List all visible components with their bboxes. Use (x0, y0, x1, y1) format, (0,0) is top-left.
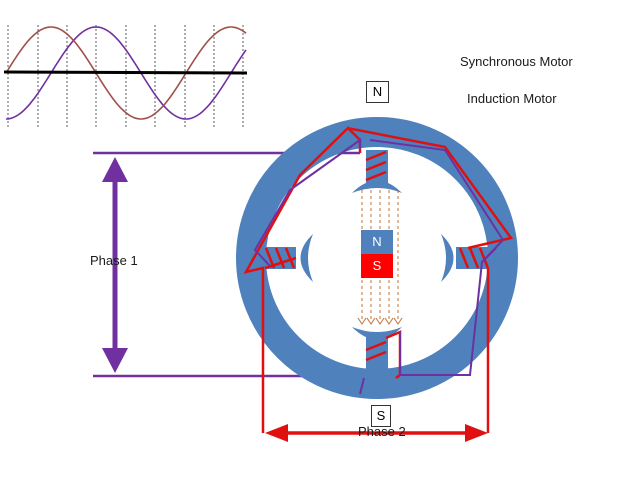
waveform-axis (3, 70, 248, 75)
phase-2-wave (5, 26, 247, 120)
phase-2-indicator (265, 424, 488, 442)
phase-2-winding (243, 126, 514, 433)
phase-2-arrowhead-right (465, 424, 488, 442)
waveform-gridlines (7, 25, 244, 128)
phase-waveform-graph (3, 25, 248, 128)
stator-south-pole-label: S (371, 405, 391, 427)
phase-2-label: Phase 2 (358, 424, 406, 439)
flux-arrowheads (357, 317, 403, 325)
phase-1-arrowhead-up (102, 157, 128, 182)
phase-1-winding (253, 138, 505, 395)
phase-1-label: Phase 1 (90, 253, 138, 268)
phase-2-arrowhead-left (265, 424, 288, 442)
synchronous-motor-label: Synchronous Motor (460, 54, 573, 69)
stator-north-pole-label: N (366, 81, 389, 103)
rotor-south-pole: S (361, 254, 393, 278)
phase-1-arrowhead-down (102, 348, 128, 373)
rotor-north-pole: N (361, 230, 393, 254)
induction-motor-label: Induction Motor (467, 91, 557, 106)
stator (236, 117, 518, 399)
phase-1-wave (5, 26, 247, 120)
